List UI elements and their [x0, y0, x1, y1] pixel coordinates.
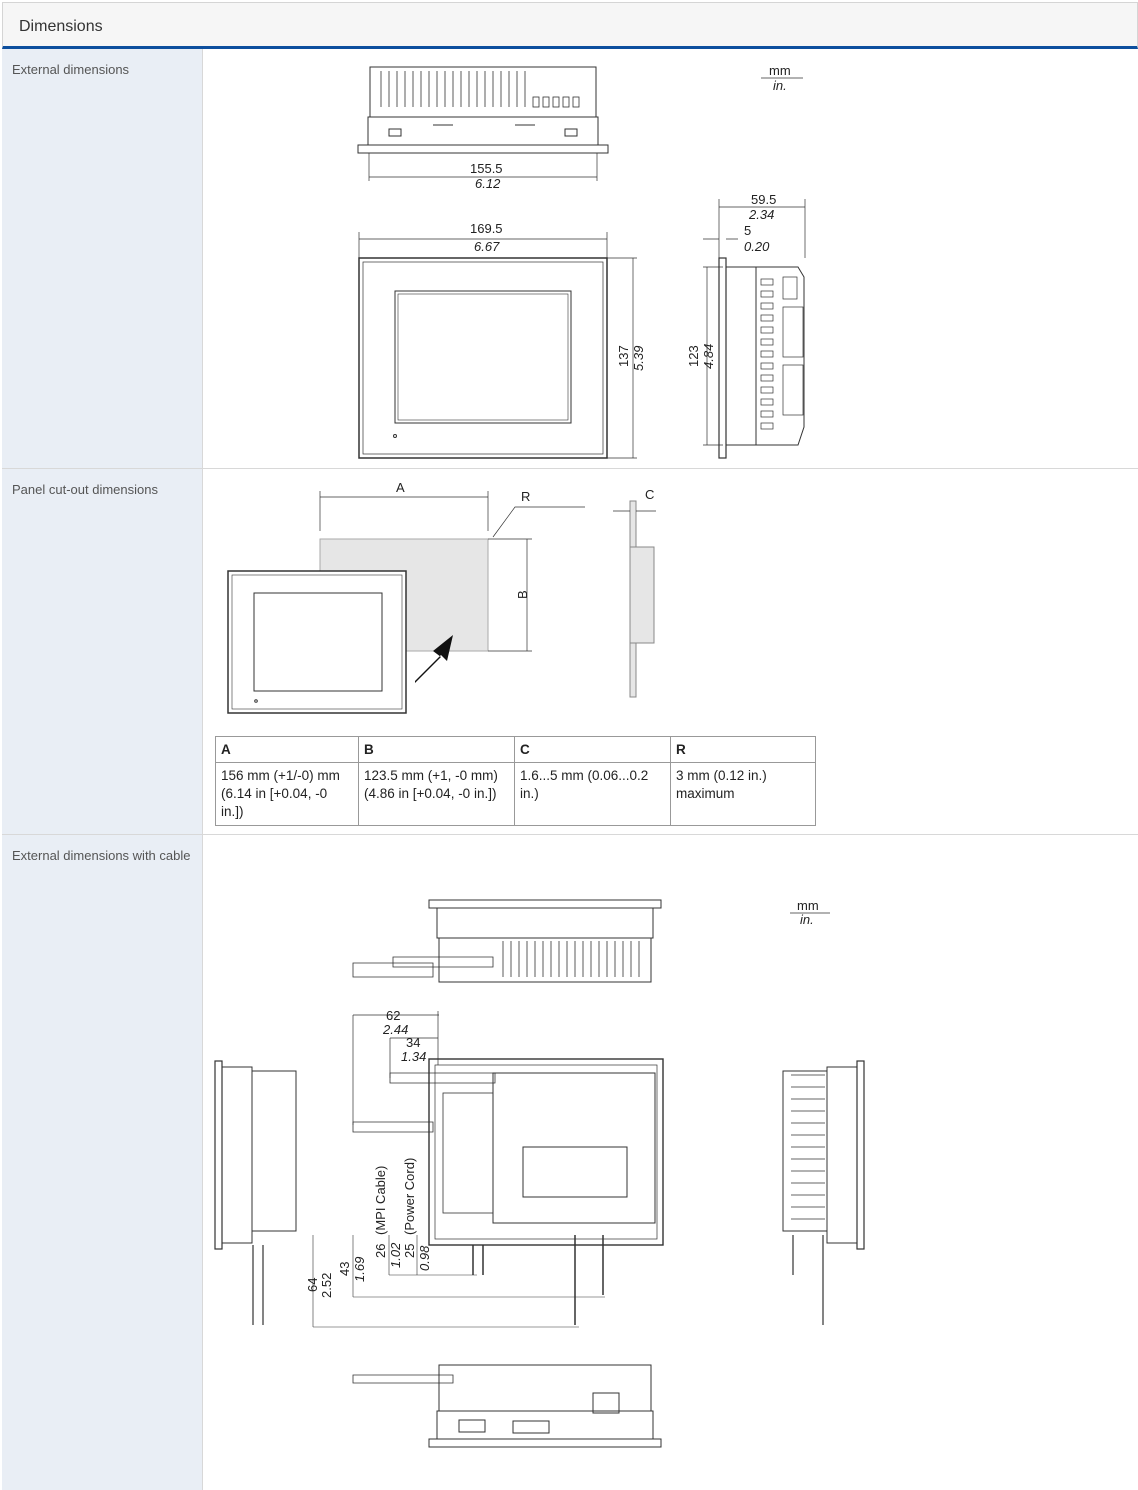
external-dimensions-row: External dimensions 155.5 6.12 mm in. 16…	[2, 49, 1138, 469]
cable-dimensions-drawing: mm in. 62 2.44 34 1.34 64 2.52 43 1.69 2…	[214, 898, 865, 1448]
label-a: A	[396, 480, 405, 495]
dim-front-width-mm: 169.5	[470, 221, 503, 236]
external-dimensions-drawing: 155.5 6.12 mm in. 169.5 6.67 137 5.39 59…	[357, 63, 806, 459]
section-header: Dimensions	[2, 2, 1138, 49]
panel-cutout-drawing: A B R C	[227, 480, 656, 714]
cable-dimensions-row: External dimensions with cable mm in. 62…	[2, 835, 1138, 1490]
cutout-table: A B C R 156 mm (+1/-0) mm (6.14 in [+0.0…	[215, 736, 816, 826]
dim-25-in: 0.98	[417, 1245, 432, 1271]
insert-arrow-icon	[415, 635, 453, 683]
dim-top-width-mm: 155.5	[470, 161, 503, 176]
col-header-a: A	[215, 736, 359, 763]
dim-43-mm: 43	[337, 1262, 352, 1276]
top-view-cable	[352, 899, 662, 983]
dim-34-mm: 34	[406, 1035, 420, 1050]
dim-side-depth-mm: 59.5	[751, 192, 776, 207]
dim-side-depth-in: 2.34	[748, 207, 774, 222]
cell-b: 123.5 mm (+1, -0 mm) (4.86 in [+0.04, -0…	[358, 762, 515, 826]
row-label: External dimensions	[2, 49, 203, 468]
cell-a: 156 mm (+1/-0) mm (6.14 in [+0.04, -0 in…	[215, 762, 359, 826]
label-r: R	[521, 489, 530, 504]
mpi-cable-label: (MPI Cable)	[373, 1166, 388, 1235]
row-label: Panel cut-out dimensions	[2, 469, 203, 834]
label-c: C	[645, 487, 654, 502]
col-header-r: R	[670, 736, 816, 763]
dim-64-mm: 64	[305, 1278, 320, 1292]
dim-62-mm: 62	[386, 1008, 400, 1023]
dim-62-in: 2.44	[382, 1022, 408, 1037]
dim-front-height-mm: 137	[616, 345, 631, 367]
dim-43-in: 1.69	[352, 1257, 367, 1282]
cell-r: 3 mm (0.12 in.) maximum	[670, 762, 816, 826]
side-view	[703, 199, 806, 459]
unit-in: in.	[800, 912, 814, 927]
dim-64-in: 2.52	[319, 1273, 334, 1298]
col-header-c: C	[514, 736, 671, 763]
row-label: External dimensions with cable	[2, 835, 203, 1490]
label-b: B	[515, 590, 530, 599]
rear-view-cable	[312, 1011, 664, 1328]
power-cord-label: (Power Cord)	[402, 1158, 417, 1235]
dim-front-height-in: 5.39	[631, 346, 646, 371]
unit-mm: mm	[797, 898, 819, 913]
dim-26-in: 1.02	[388, 1242, 403, 1268]
dim-top-width-in: 6.12	[475, 176, 501, 191]
dim-side-height-in: 4.84	[701, 344, 716, 369]
dim-side-bezel-mm: 5	[744, 223, 751, 238]
panel-cutout-row: Panel cut-out dimensions A B R C A B C R…	[2, 469, 1138, 835]
bottom-view-cable	[352, 1364, 662, 1448]
dim-25-mm: 25	[402, 1244, 417, 1258]
dim-front-width-in: 6.67	[474, 239, 500, 254]
section-title: Dimensions	[19, 18, 103, 35]
top-view	[357, 66, 609, 181]
front-view	[358, 232, 637, 459]
unit-mm: mm	[769, 63, 791, 78]
cell-c: 1.6...5 mm (0.06...0.2 in.)	[514, 762, 671, 826]
dim-26-mm: 26	[373, 1244, 388, 1258]
dim-side-height-mm: 123	[686, 345, 701, 367]
right-side-view-cable	[782, 1060, 865, 1325]
left-side-view-cable	[214, 1060, 297, 1325]
dim-34-in: 1.34	[401, 1049, 426, 1064]
dim-side-bezel-in: 0.20	[744, 239, 770, 254]
unit-in: in.	[773, 78, 787, 93]
col-header-b: B	[358, 736, 515, 763]
